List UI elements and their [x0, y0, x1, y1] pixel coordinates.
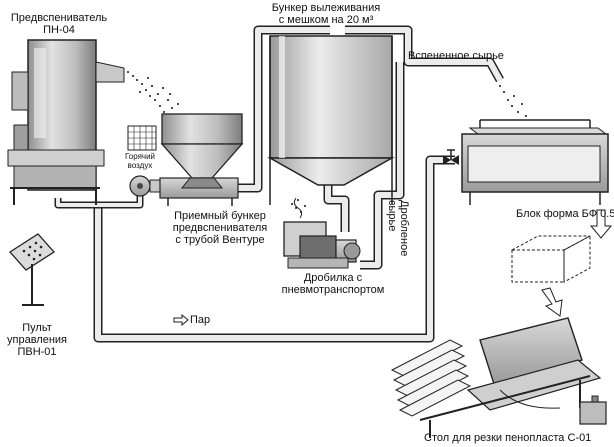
label-hot-air: Горячий воздух [124, 152, 156, 170]
foam-sheets [390, 339, 472, 417]
ejected-block [511, 235, 591, 283]
label-maturing-bunker: Бункер вылеживания с мешком на 20 м³ [271, 2, 381, 26]
label-crusher: Дробилка с пневмотранспортом [281, 272, 385, 296]
pipe-network [54, 25, 504, 343]
down-arrow-left [541, 287, 563, 317]
label-cutting-table: Стол для резки пенопласта С-01 [424, 432, 592, 444]
label-crushed-raw: Дробленое сырье [386, 200, 410, 257]
steam-arrow-icon [173, 313, 189, 327]
receiving-bunker [159, 113, 244, 206]
hot-air-heater [127, 125, 157, 151]
preexpander-pn04 [7, 39, 125, 205]
down-arrow-right [589, 209, 613, 239]
label-control-panel: Пульт управления ПВН-01 [7, 322, 67, 358]
granule-stream-1 [127, 71, 179, 113]
block-form-bf05 [443, 85, 609, 205]
cutting-table-c01 [390, 317, 607, 438]
label-preexpander: Предвспениватель ПН-04 [10, 12, 108, 36]
maturing-bunker [267, 35, 395, 205]
control-panel-pvn01 [9, 233, 55, 306]
label-receiving-bunker: Приемный бункер предвспенивателя с трубо… [172, 210, 268, 246]
label-steam: Пар [190, 314, 211, 326]
label-block-form: Блок форма БФ 0.5 [516, 208, 614, 220]
crusher-unit [283, 197, 361, 269]
label-foamed-raw: Вспененное сырье [408, 50, 504, 62]
